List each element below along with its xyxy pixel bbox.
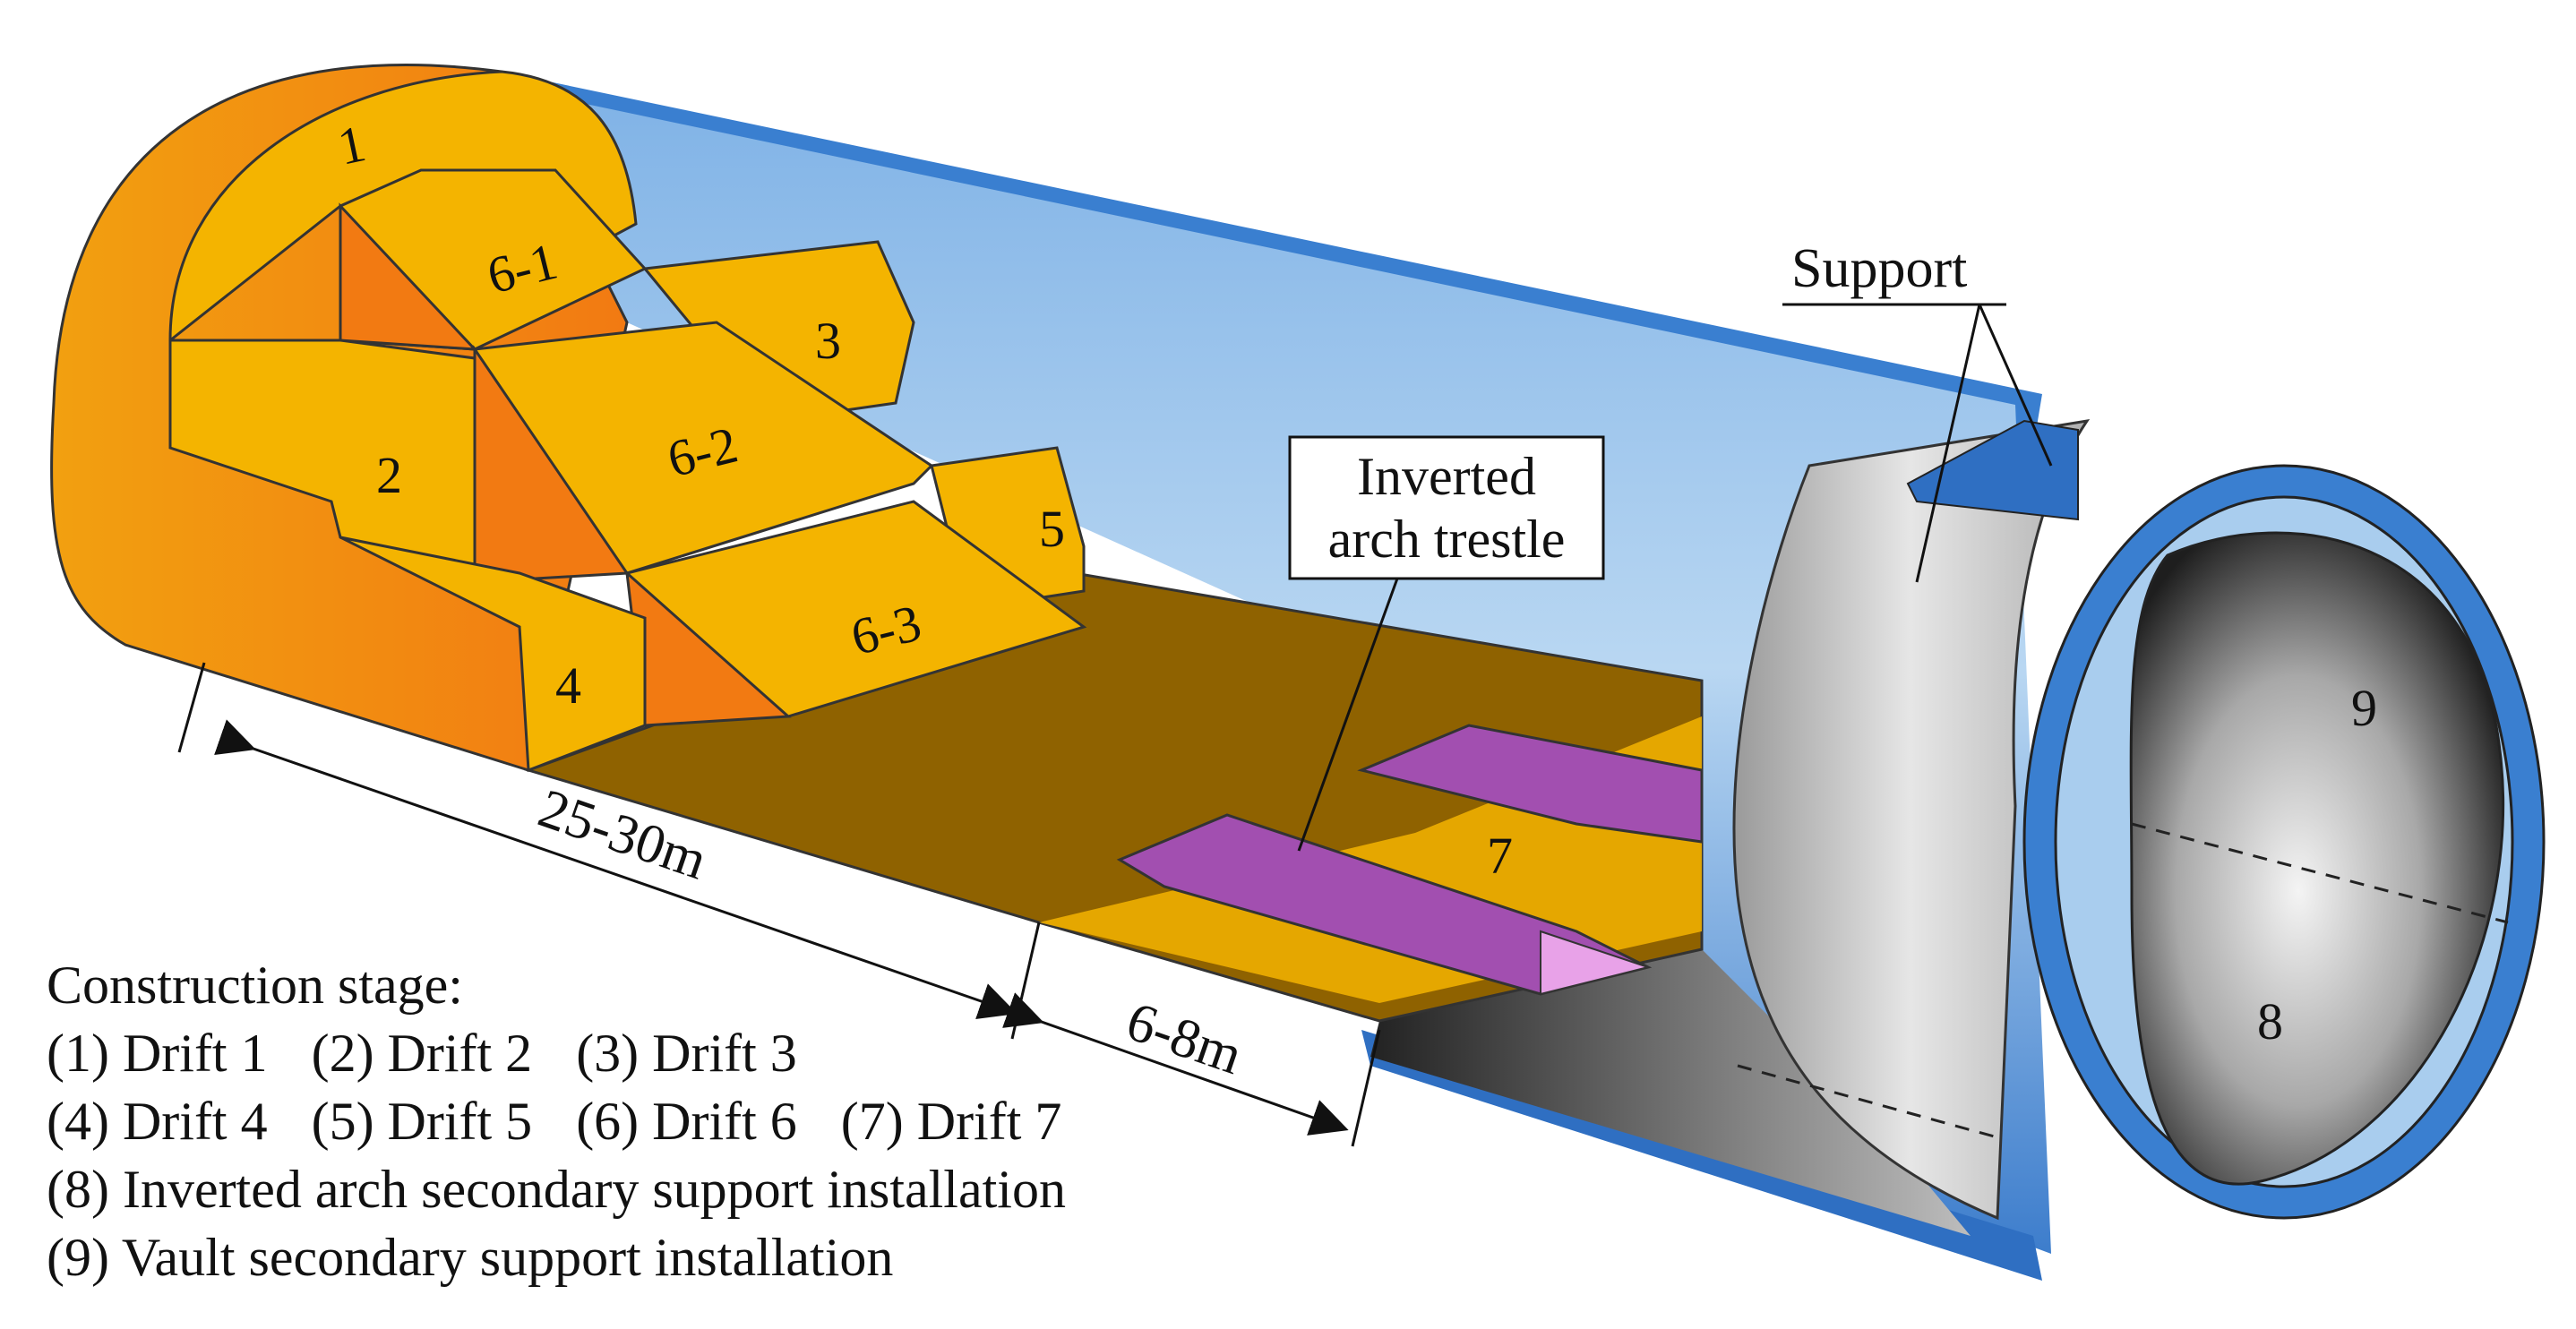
trestle-callout-line2: arch trestle [1328, 510, 1566, 569]
trestle-far [1357, 724, 1704, 844]
label-drift-4: 4 [555, 656, 581, 715]
drift-6-1-side [339, 202, 478, 351]
label-drift-3: 3 [815, 312, 841, 370]
secondary-lining [1732, 418, 2091, 1221]
dimension-tick-left [177, 662, 206, 753]
support-leader [1782, 303, 2053, 583]
legend-item: (5) Drift 5 [311, 1092, 533, 1151]
legend-item: (3) Drift 3 [576, 1024, 797, 1083]
construction-stage-legend: Construction stage: (1) Drift 1 (2) Drif… [47, 951, 1301, 1291]
legend-item: (6) Drift 6 [576, 1092, 797, 1151]
trestle-callout-line1: Inverted [1357, 447, 1536, 506]
legend-row-1: (1) Drift 1 (2) Drift 2 (3) Drift 3 [47, 1019, 1301, 1087]
trestle-near-end [1540, 930, 1652, 996]
legend-item: (4) Drift 4 [47, 1092, 268, 1151]
trestle-leader [1297, 578, 1399, 852]
dimension-arrow-short [1002, 992, 1349, 1136]
label-drift-9: 9 [2351, 679, 2377, 737]
support-callout-label: Support [1791, 238, 1967, 299]
tunnel-exit-hole [2129, 531, 2505, 1186]
lining-top-slot [1906, 419, 2079, 521]
legend-item: (2) Drift 2 [311, 1024, 533, 1083]
legend-row-2: (4) Drift 4 (5) Drift 5 (6) Drift 6 (7) … [47, 1087, 1301, 1155]
legend-row-4: (9) Vault secondary support installation [47, 1223, 1301, 1291]
lining-dashed-split [1737, 1064, 1998, 1139]
trestle-callout-box [1288, 435, 1605, 580]
label-drift-7: 7 [1487, 827, 1513, 885]
legend-item: (9) Vault secondary support installation [47, 1228, 894, 1287]
legend-item: (8) Inverted arch secondary support inst… [47, 1160, 1066, 1219]
legend-item: (7) Drift 7 [840, 1092, 1062, 1151]
label-drift-8: 8 [2257, 992, 2283, 1050]
label-drift-2: 2 [376, 446, 402, 504]
legend-row-3: (8) Inverted arch secondary support inst… [47, 1155, 1301, 1223]
legend-title: Construction stage: [47, 956, 463, 1015]
dimension-tick-right [1351, 1029, 1381, 1147]
tunnel-gap [1370, 949, 1971, 1236]
legend-item: (1) Drift 1 [47, 1024, 268, 1083]
dimension-arrow-long [214, 719, 1018, 1020]
label-drift-5: 5 [1039, 500, 1065, 558]
